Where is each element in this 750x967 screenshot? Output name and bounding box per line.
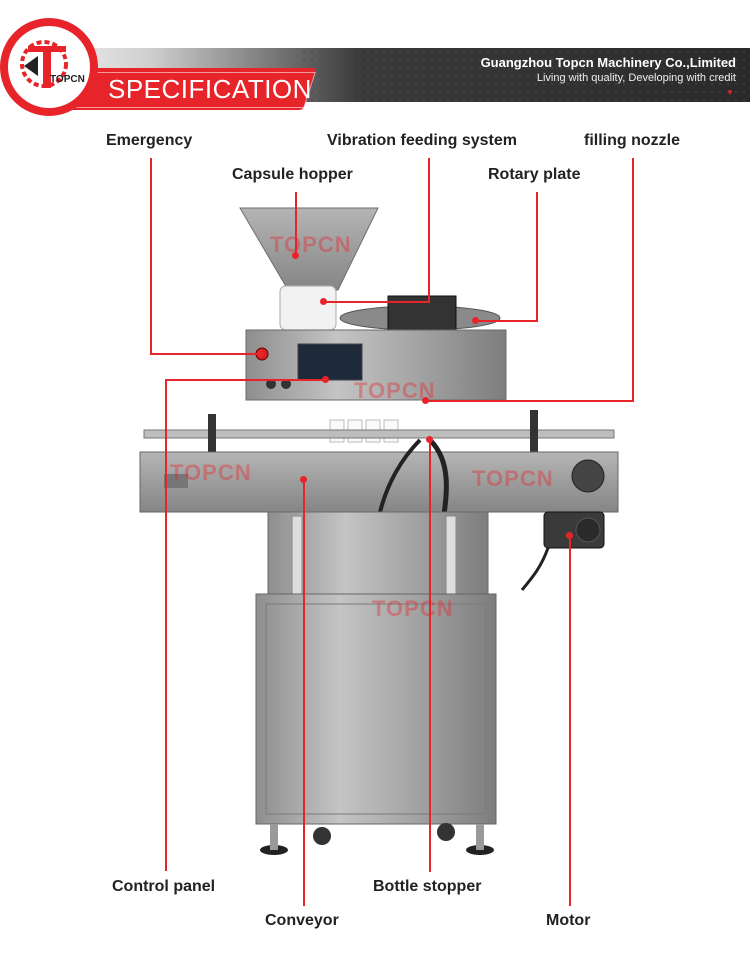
leader-line <box>324 301 430 303</box>
label-capsule-hopper: Capsule hopper <box>232 166 353 183</box>
leader-dot <box>422 397 429 404</box>
triangle-icon: ▼ <box>726 88 734 97</box>
leader-dot <box>320 298 327 305</box>
company-name: Guangzhou Topcn Machinery Co.,Limited <box>480 55 736 70</box>
leader-line <box>536 192 538 322</box>
logo-text: TOPCN <box>50 74 85 85</box>
label-bottle-stopper: Bottle stopper <box>373 878 482 895</box>
leader-line <box>303 480 305 906</box>
panel-knob <box>266 379 276 389</box>
leader-line <box>569 536 571 906</box>
rail-clamp <box>208 414 216 464</box>
label-vibration-feeding-system: Vibration feeding system <box>327 132 517 149</box>
foot-post <box>476 824 484 850</box>
leader-line <box>632 158 634 402</box>
leader-dot <box>300 476 307 483</box>
leader-line <box>429 440 431 872</box>
hopper-neck <box>279 285 337 331</box>
conveyor-bracket <box>164 474 188 488</box>
section-title: SPECIFICATION <box>108 74 312 104</box>
caster-wheel <box>313 827 331 845</box>
watermark: TOPCN <box>270 232 352 257</box>
watermark: TOPCN <box>170 460 252 485</box>
motor-cap <box>575 517 601 543</box>
cabinet-door <box>265 603 487 815</box>
foot-post <box>270 824 278 850</box>
leader-line <box>165 379 167 871</box>
leader-dot <box>257 350 264 357</box>
logo-badge <box>8 26 90 108</box>
leader-dot <box>292 252 299 259</box>
leader-line <box>150 353 260 355</box>
leader-dot <box>566 532 573 539</box>
leader-line <box>476 320 538 322</box>
conveyor-body <box>139 451 619 513</box>
leader-dot <box>426 436 433 443</box>
label-control-panel: Control panel <box>112 878 216 895</box>
leader-dot <box>322 376 329 383</box>
label-emergency: Emergency <box>106 132 193 149</box>
watermark: TOPCN <box>472 466 554 491</box>
label-rotary-plate: Rotary plate <box>488 166 581 183</box>
label-conveyor: Conveyor <box>265 912 339 929</box>
base-cabinet <box>255 593 497 825</box>
leader-line <box>426 400 634 402</box>
leader-line <box>295 192 297 256</box>
capsule-hopper <box>239 207 379 291</box>
control-screen <box>297 343 363 381</box>
conveyor-roller <box>571 459 605 493</box>
panel-knob <box>281 379 291 389</box>
leader-line <box>428 158 430 302</box>
upper-cabinet <box>245 329 507 401</box>
leader-line <box>150 158 152 354</box>
label-filling-nozzle: filling nozzle <box>584 132 680 149</box>
watermark: TOPCN <box>372 596 454 621</box>
leader-line <box>165 379 325 381</box>
logo-gear-icon <box>20 40 68 88</box>
motor-cable <box>520 547 550 591</box>
company-slogan: Living with quality, Developing with cre… <box>536 72 736 84</box>
guide-rail <box>143 429 615 439</box>
header-pattern <box>300 48 750 102</box>
leader-dot <box>472 317 479 324</box>
caster-wheel <box>437 823 455 841</box>
watermark: TOPCN <box>354 378 436 403</box>
label-motor: Motor <box>546 912 591 929</box>
rail-clamp <box>530 410 538 466</box>
